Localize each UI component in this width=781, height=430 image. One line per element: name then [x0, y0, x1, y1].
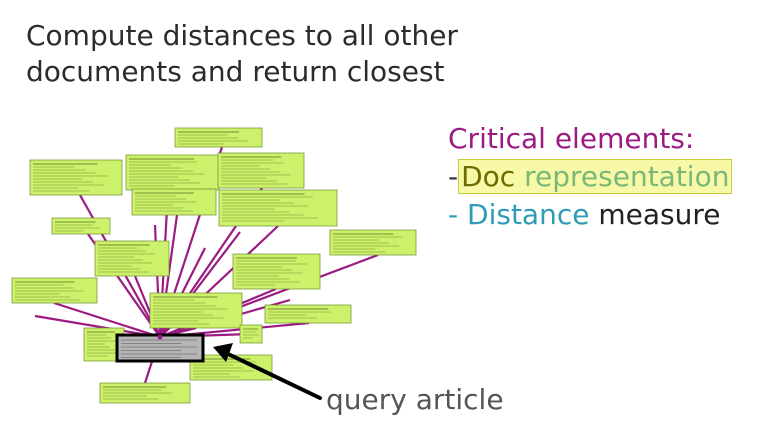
arrow-shaft	[224, 351, 322, 400]
document-thumbnail	[174, 127, 263, 148]
representation-word: representation	[524, 160, 730, 193]
measure-word: measure	[598, 198, 721, 231]
bullet-dash: -	[448, 160, 459, 193]
document-thumbnail	[329, 229, 417, 256]
query-arrow	[213, 343, 322, 400]
document-thumbnail	[232, 253, 321, 290]
critical-item-distance-measure: - Distance measure	[448, 196, 732, 234]
query-document	[115, 333, 205, 363]
query-hub-node	[157, 334, 163, 340]
document-thumbnail	[239, 324, 263, 344]
document-thumbnail	[51, 217, 111, 235]
distance-link	[53, 301, 161, 339]
document-thumbnail	[264, 304, 352, 324]
document-thumbnail	[218, 189, 338, 227]
document-thumbnail	[131, 188, 217, 216]
distance-word: Distance	[467, 198, 590, 231]
document-thumbnail	[125, 154, 220, 191]
critical-item-doc-representation: -Doc representation	[448, 158, 733, 196]
critical-elements-list: Critical elements: -Doc representation -…	[448, 120, 733, 234]
doc-word: Doc	[461, 160, 516, 193]
document-thumbnail	[217, 152, 305, 189]
doc-representation-highlight: Doc representation	[458, 159, 733, 194]
document-thumbnail	[29, 159, 123, 196]
document-thumbnail	[99, 382, 191, 404]
slide-title: Compute distances to all other documents…	[26, 19, 458, 88]
critical-elements-heading: Critical elements:	[448, 122, 695, 155]
bullet-dash: -	[448, 198, 459, 231]
arrow-head-icon	[213, 343, 233, 362]
document-thumbnail	[149, 292, 243, 329]
document-thumbnail	[11, 277, 98, 304]
document-thumbnail	[94, 240, 170, 277]
query-article-label: query article	[326, 383, 504, 416]
